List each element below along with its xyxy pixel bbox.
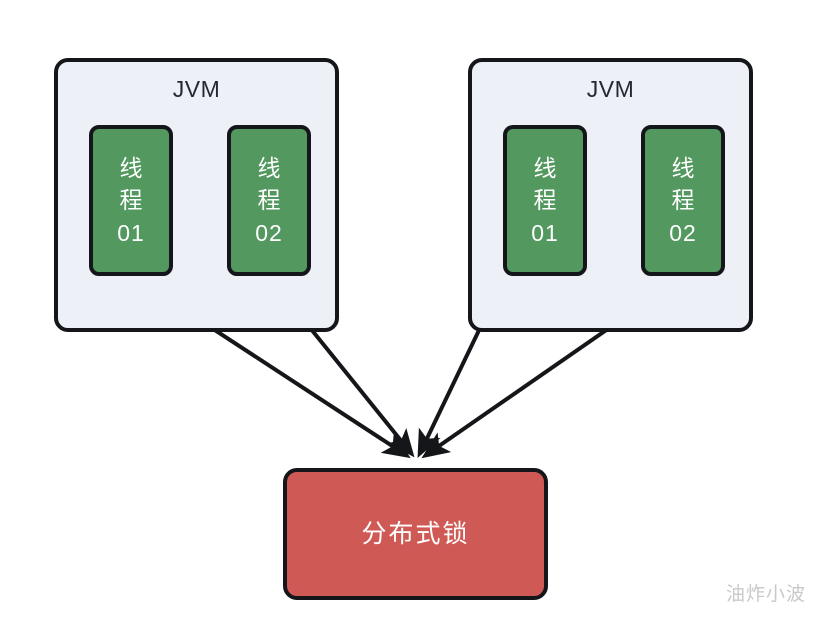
thread-label-number: 01 [531,219,559,246]
jvm-container-1: JVM 线 程 01 线 程 02 [54,58,339,332]
thread-label-char2: 程 [533,187,557,214]
jvm-container-2: JVM 线 程 01 线 程 02 [468,58,753,332]
jvm-label-2: JVM [586,76,635,102]
thread-label-char2: 程 [257,187,281,214]
thread-label-char1: 线 [119,154,143,181]
thread-label-char2: 程 [119,187,143,214]
thread-label-char1: 线 [533,154,557,181]
thread-box-jvm1-thread01: 线 程 01 [89,125,173,276]
thread-label-char1: 线 [257,154,281,181]
thread-label-char1: 线 [671,154,695,181]
distributed-lock-box: 分布式锁 [283,468,548,600]
thread-label-number: 02 [255,219,283,246]
thread-box-jvm2-thread01: 线 程 01 [503,125,587,276]
thread-label-number: 02 [669,219,697,246]
jvm-label-1: JVM [172,76,221,102]
watermark-text: 油炸小波 [725,584,806,605]
distributed-lock-label: 分布式锁 [361,519,470,548]
thread-label-char2: 程 [671,187,695,214]
thread-box-jvm2-thread02: 线 程 02 [641,125,725,276]
thread-box-jvm1-thread02: 线 程 02 [227,125,311,276]
thread-label-number: 01 [117,219,145,246]
